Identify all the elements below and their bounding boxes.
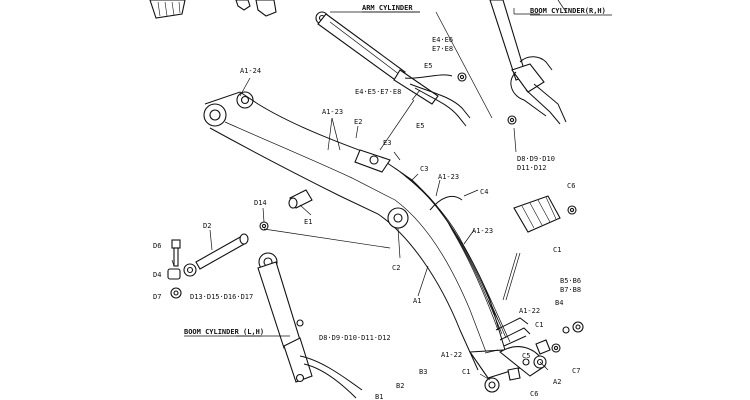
hydraulic-lines [394,167,531,347]
pin-d13-group [183,263,197,277]
label-c6-top: C6 [567,182,575,190]
label-d11-d12-right: D11·D12 [517,164,547,172]
label-c2: C2 [392,264,400,272]
label-c1-top: C1 [553,246,561,254]
pin-d2 [195,233,249,270]
label-a1: A1 [413,297,421,305]
title-boom-cylinder-lh: BOOM CYLINDER (L,H) [184,328,264,336]
label-c6-bottom: C6 [530,390,538,398]
bolt-d6 [171,239,181,267]
label-e5-bottom: E5 [416,122,424,130]
title-boom-cylinder-rh: BOOM CYLINDER(R,H) [530,7,606,15]
label-e1: E1 [304,218,312,226]
label-a1-22-right: A1-22 [519,307,540,315]
label-b5-b6: B5·B6 [560,277,581,285]
label-d7: D7 [153,293,161,301]
label-d6: D6 [153,242,161,250]
label-c4: C4 [480,188,488,196]
label-e4-e6: E4·E6 [432,36,453,44]
label-a1-23-left: A1-23 [322,108,343,116]
boom-body [203,91,547,393]
label-e5-top: E5 [424,62,432,70]
label-d4: D4 [153,271,161,279]
label-a1-24: A1-24 [240,67,261,75]
label-c7: C7 [572,367,580,375]
label-d2: D2 [203,222,211,230]
label-a2: A2 [553,378,561,386]
label-e3: E3 [383,139,391,147]
fitting-c5-c6 [507,358,530,381]
label-c1-bottom: C1 [462,368,470,376]
boom-cylinder-rh [489,0,567,125]
label-c5: C5 [522,352,530,360]
arm-cylinder [315,11,493,127]
label-a1-23-right: A1-23 [472,227,493,235]
label-d8-d12-left: D8·D9·D10·D11·D12 [319,334,391,342]
valve-block-c1 [513,195,577,233]
washers-b5-b8 [562,321,584,334]
label-b4: B4 [555,299,563,307]
leader-lines [171,8,549,381]
boom-pin-e1 [259,189,313,231]
label-c3: C3 [420,165,428,173]
bucket-teeth-partial [149,0,186,19]
boom-cylinder-lh [257,252,363,399]
nut-d7 [170,287,182,299]
label-e4-e8-row: E4·E5·E7·E8 [355,88,401,96]
label-c1-mid: C1 [535,321,543,329]
washer-d4 [167,268,181,280]
bushing-c1-c7 [535,339,561,355]
label-b1: B1 [375,393,383,400]
title-arm-cylinder: ARM CYLINDER [362,4,413,12]
bracket-partial [235,0,277,17]
label-d14: D14 [254,199,267,207]
label-b7-b8: B7·B8 [560,286,581,294]
label-d8-d10-right: D8·D9·D10 [517,155,555,163]
label-b2: B2 [396,382,404,390]
label-a1-23-mid: A1-23 [438,173,459,181]
label-e2: E2 [354,118,362,126]
label-e7-e8: E7·E8 [432,45,453,53]
label-a1-22-left: A1-22 [441,351,462,359]
label-b3: B3 [419,368,427,376]
label-d13-d17: D13·D15·D16·D17 [190,293,253,301]
